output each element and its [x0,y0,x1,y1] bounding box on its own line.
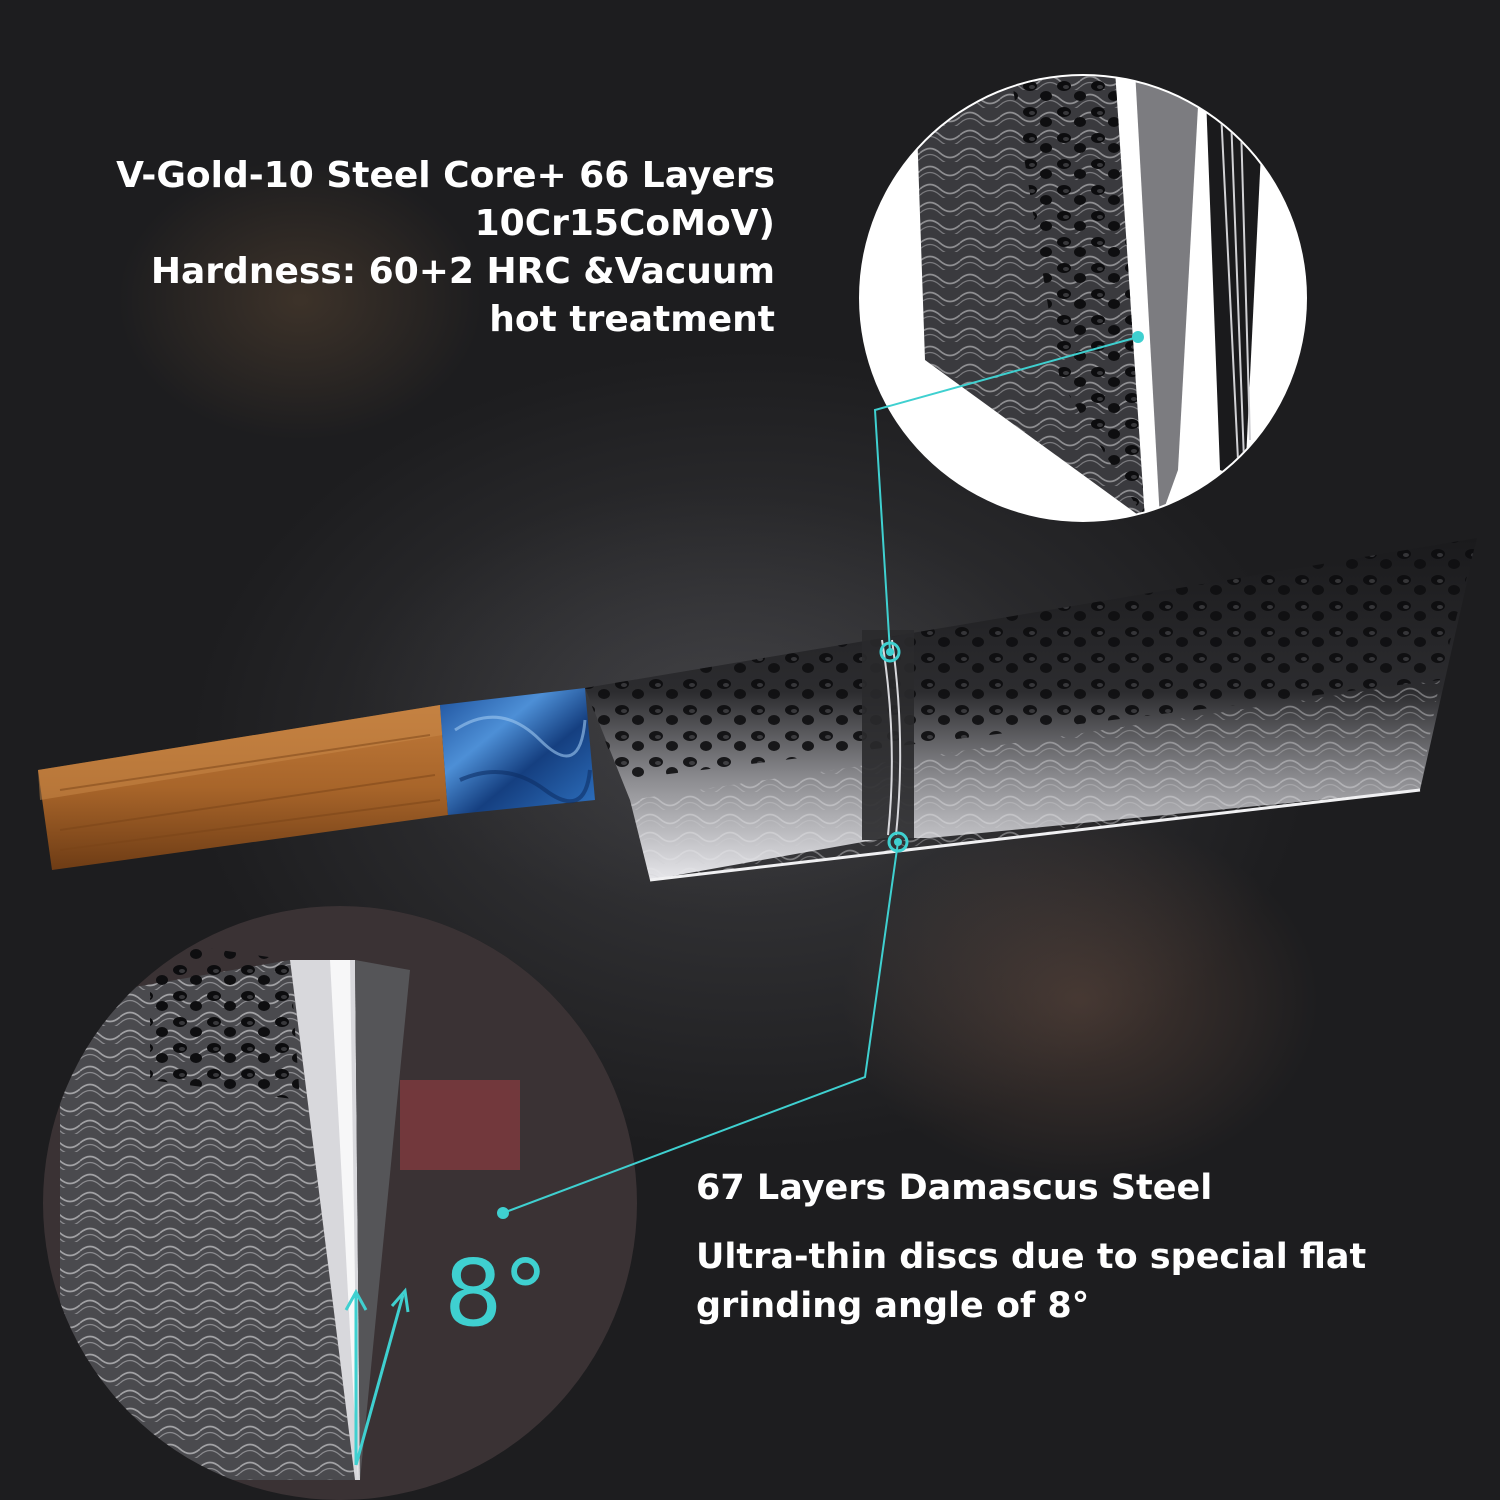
zoom-circle-steel-layers [859,74,1307,522]
zoom-circle-grinding-angle [43,906,637,1500]
callout-markers [497,331,1144,1219]
callout-line: Hardness: 60+2 HRC &Vacuum [150,251,775,292]
callout-line: hot treatment [489,299,775,340]
knife-bolster-resin [440,688,595,815]
knife-blade [585,538,1477,882]
callout-connectors [502,336,1139,1214]
callout-line: grinding angle of 8° [696,1286,1090,1326]
callout-line: V-Gold-10 Steel Core+ 66 Layers [116,155,775,196]
callout-line: Ultra-thin discs due to special flat [696,1237,1367,1277]
callout-heading: 67 Layers Damascus Steel [696,1168,1213,1208]
angle-arrows [344,1287,410,1466]
knife-handle-wood [38,705,448,870]
angle-label: 8° [444,1240,549,1347]
steel-core-callout: V-Gold-10 Steel Core+ 66 Layers 10Cr15Co… [100,152,775,344]
damascus-callout: 67 Layers Damascus Steel Ultra-thin disc… [696,1163,1436,1331]
callout-line: 10Cr15CoMoV) [474,203,775,244]
